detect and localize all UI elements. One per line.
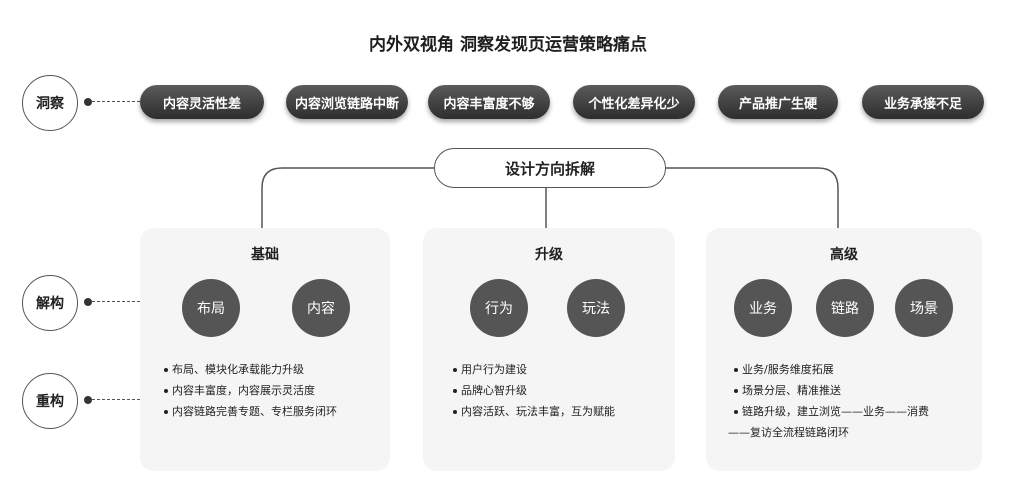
deconstruct-dashed-connector	[92, 301, 140, 302]
reconstruct-dashed-connector	[92, 399, 140, 400]
node-circle: 行为	[470, 279, 528, 337]
bullet-item: 链路升级，建立浏览——业务——消费	[734, 401, 929, 422]
insight-tag: 内容丰富度不够	[428, 85, 550, 119]
bullet-continuation: ——复访全流程链路闭环	[728, 426, 849, 439]
panel-title: 升级	[535, 247, 563, 263]
insight-tag: 产品推广生硬	[718, 85, 838, 119]
bullet-item: 内容活跃、玩法丰富，互为赋能	[453, 401, 615, 422]
node-circle: 业务	[734, 279, 792, 337]
node-circle: 场景	[895, 279, 953, 337]
insight-tag: 内容浏览链路中断	[286, 85, 408, 119]
bullet-list: 业务/服务维度拓展 场景分层、精准推送 链路升级，建立浏览——业务——消费 ——…	[728, 359, 929, 443]
bullet-list: 用户行为建设 品牌心智升级 内容活跃、玩法丰富，互为赋能	[453, 359, 615, 422]
bullet-item: 场景分层、精准推送	[734, 380, 929, 401]
bullet-item: 内容链路完善专题、专栏服务闭环	[164, 401, 337, 422]
panel-advanced: 高级 业务 链路 场景 业务/服务维度拓展 场景分层、精准推送 链路升级，建立浏…	[706, 228, 982, 471]
reconstruct-label: 重构	[36, 394, 64, 410]
node-circle: 链路	[816, 279, 874, 337]
bullet-item: 布局、模块化承载能力升级	[164, 359, 337, 380]
panel-title: 基础	[251, 247, 279, 263]
deconstruct-circle: 解构	[22, 275, 78, 331]
bullet-list: 布局、模块化承载能力升级 内容丰富度，内容展示灵活度 内容链路完善专题、专栏服务…	[164, 359, 337, 422]
deconstruct-dot	[84, 298, 92, 306]
insight-dashed-connector	[92, 101, 140, 102]
bullet-item: 业务/服务维度拓展	[734, 359, 929, 380]
insight-tag: 内容灵活性差	[140, 85, 264, 119]
node-circle: 布局	[182, 279, 240, 337]
insight-tag: 个性化差异化少	[573, 85, 695, 119]
insight-tag: 业务承接不足	[862, 85, 984, 119]
insight-label: 洞察	[36, 96, 64, 112]
insight-circle: 洞察	[22, 75, 78, 131]
panel-upgrade: 升级 行为 玩法 用户行为建设 品牌心智升级 内容活跃、玩法丰富，互为赋能	[423, 228, 675, 471]
panel-title: 高级	[830, 247, 858, 263]
reconstruct-dot	[84, 396, 92, 404]
panel-basic: 基础 布局 内容 布局、模块化承载能力升级 内容丰富度，内容展示灵活度 内容链路…	[140, 228, 390, 471]
deconstruct-label: 解构	[36, 296, 64, 312]
design-direction-box: 设计方向拆解	[434, 148, 666, 188]
reconstruct-circle: 重构	[22, 373, 78, 429]
node-circle: 内容	[292, 279, 350, 337]
bullet-item: 内容丰富度，内容展示灵活度	[164, 380, 337, 401]
insight-dot	[84, 98, 92, 106]
bullet-item: 品牌心智升级	[453, 380, 615, 401]
page-title: 内外双视角 洞察发现页运营策略痛点	[369, 35, 647, 55]
bullet-item: 用户行为建设	[453, 359, 615, 380]
node-circle: 玩法	[567, 279, 625, 337]
